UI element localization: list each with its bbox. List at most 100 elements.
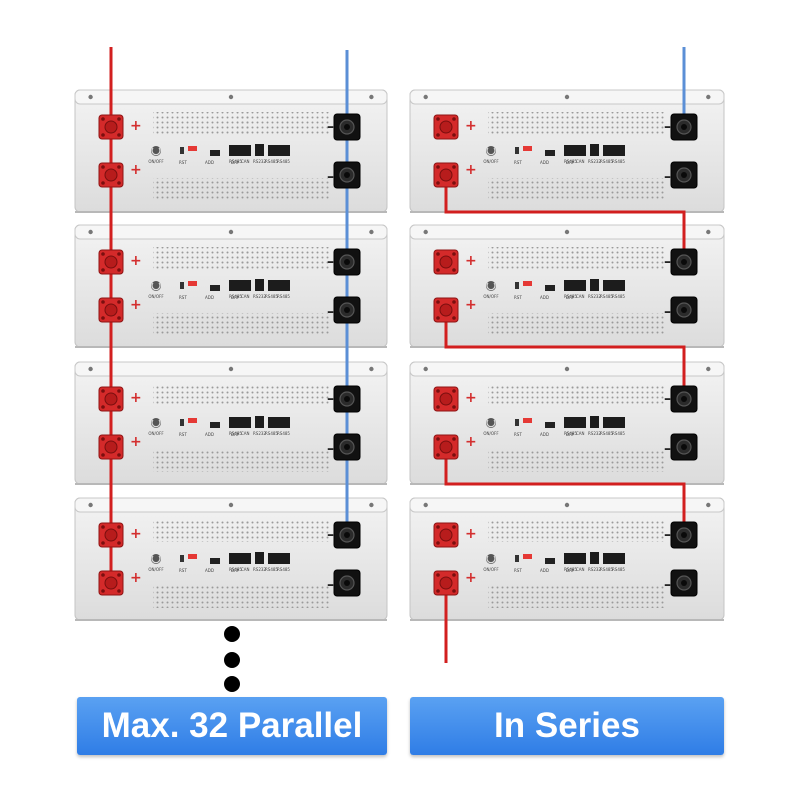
positive-terminal — [98, 386, 124, 412]
small-port-label: DRY — [231, 568, 240, 573]
positive-terminal — [433, 434, 459, 460]
parallel-label-text: Max. 32 Parallel — [101, 706, 363, 745]
rj45-port — [268, 553, 290, 564]
negative-terminal — [670, 296, 698, 324]
plus-sign: + — [130, 162, 142, 178]
switch-label: ON/OFF — [148, 159, 164, 164]
screw — [564, 366, 570, 372]
plus-sign: + — [465, 253, 477, 269]
port-label: RS485 — [229, 294, 242, 299]
plus-sign: + — [130, 526, 142, 542]
negative-terminal — [333, 433, 361, 461]
minus-sign: – — [664, 254, 671, 270]
minus-sign: – — [327, 577, 334, 593]
small-port-label: ADD — [540, 295, 549, 300]
dip-switch — [188, 281, 197, 286]
screw — [706, 94, 711, 100]
port-label: RS232 — [588, 567, 601, 572]
port-label: CAN — [576, 294, 585, 299]
small-port-label: RST — [514, 295, 522, 300]
screw — [369, 94, 374, 100]
vent-grille — [237, 247, 329, 269]
vent-grille — [153, 313, 329, 335]
dip-switch — [523, 418, 532, 423]
vent-grille — [572, 520, 664, 542]
minus-sign: – — [664, 391, 671, 407]
rj45-port — [255, 279, 264, 291]
screw — [706, 229, 711, 235]
positive-terminal — [433, 297, 459, 323]
port-label: RS485 — [564, 294, 577, 299]
positive-terminal — [433, 522, 459, 548]
dry-contact-port — [210, 558, 220, 564]
plus-sign: + — [465, 390, 477, 406]
port-label: RS485 — [564, 431, 577, 436]
small-port-label: RST — [179, 432, 187, 437]
dry-contact-port — [210, 285, 220, 291]
dry-contact-port — [210, 150, 220, 156]
small-port-label: ADD — [205, 295, 214, 300]
dry-contact-port — [545, 150, 555, 156]
vent-grille — [488, 313, 664, 335]
port-label: RS232 — [253, 431, 266, 436]
rj45-port — [603, 553, 625, 564]
rj45-port — [255, 552, 264, 564]
screw — [228, 502, 234, 508]
rj45-port — [603, 280, 625, 291]
screw — [88, 502, 93, 508]
screw — [88, 366, 93, 372]
screw — [423, 94, 428, 100]
minus-sign: – — [327, 254, 334, 270]
small-port-label: ADD — [540, 160, 549, 165]
plus-sign: + — [130, 118, 142, 134]
switch-label: ON/OFF — [483, 159, 499, 164]
small-port-label: ADD — [540, 568, 549, 573]
minus-sign: – — [664, 577, 671, 593]
reset-button — [180, 147, 184, 154]
negative-terminal — [670, 113, 698, 141]
power-button-icon — [151, 146, 161, 156]
rj45-port — [590, 416, 599, 428]
rj45-port — [590, 144, 599, 156]
plus-sign: + — [130, 253, 142, 269]
port-label: RS232 — [253, 567, 266, 572]
port-label: RS485 — [277, 159, 290, 164]
series-link-cable — [444, 310, 686, 399]
vent-grille — [153, 586, 329, 608]
small-port-label: DRY — [566, 432, 575, 437]
positive-terminal — [433, 114, 459, 140]
negative-terminal — [333, 569, 361, 597]
vent-grille — [488, 112, 586, 134]
small-port-label: ADD — [205, 568, 214, 573]
small-port-label: DRY — [231, 432, 240, 437]
screw — [369, 229, 374, 235]
small-port-label: DRY — [566, 160, 575, 165]
minus-sign: – — [664, 169, 671, 185]
port-label: RS485 — [564, 567, 577, 572]
power-button-icon — [486, 554, 496, 564]
rj45-port — [268, 145, 290, 156]
vent-grille — [572, 384, 664, 406]
dip-switch — [188, 554, 197, 559]
port-label: RS485 — [265, 567, 278, 572]
small-port-label: DRY — [566, 295, 575, 300]
continuation-dot — [224, 626, 240, 642]
minus-sign: – — [664, 119, 671, 135]
port-label: RS232 — [253, 159, 266, 164]
positive-terminal — [98, 522, 124, 548]
power-button-icon — [486, 146, 496, 156]
port-label: CAN — [576, 159, 585, 164]
plus-sign: + — [130, 297, 142, 313]
continuation-dot — [224, 676, 240, 692]
port-label: RS485 — [277, 567, 290, 572]
dip-switch — [188, 146, 197, 151]
port-label: RS485 — [265, 431, 278, 436]
negative-terminal — [670, 161, 698, 189]
port-label: RS485 — [564, 159, 577, 164]
plus-sign: + — [130, 570, 142, 586]
negative-terminal — [333, 113, 361, 141]
port-label: RS485 — [600, 567, 613, 572]
dry-contact-port — [545, 558, 555, 564]
